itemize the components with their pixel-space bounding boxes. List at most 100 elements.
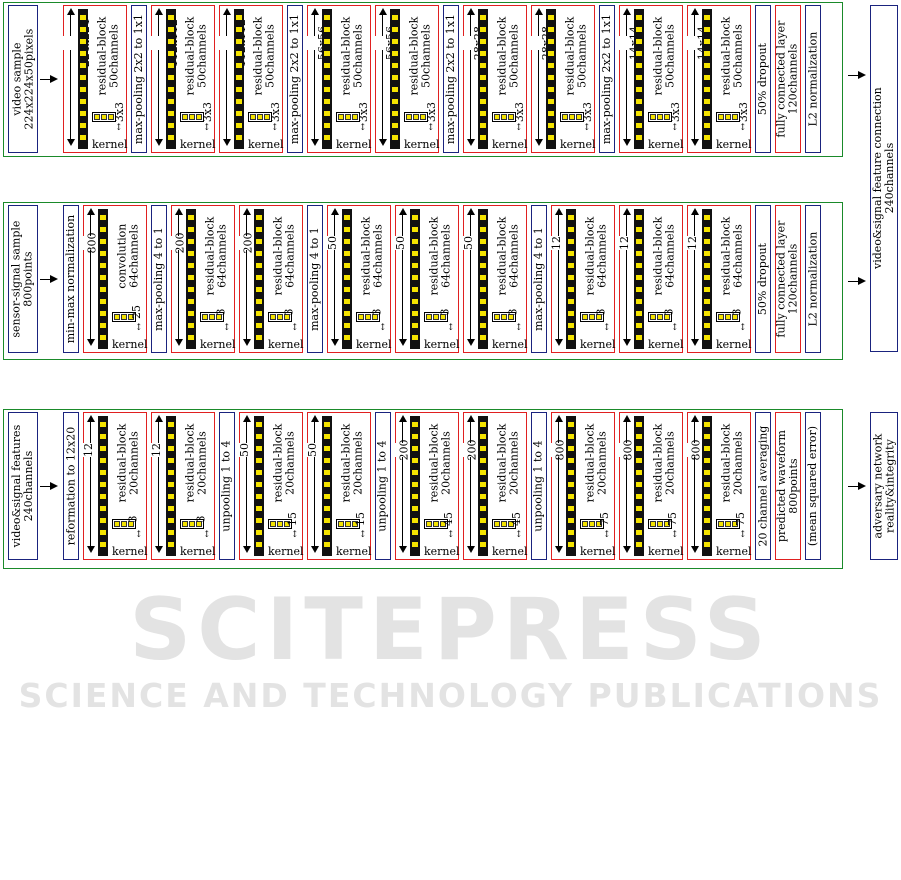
feature-cell	[412, 518, 418, 523]
feature-cell	[100, 239, 106, 244]
feature-cell	[344, 287, 350, 292]
feature-bar	[390, 9, 400, 149]
feature-cell	[344, 323, 350, 328]
kernel-cell	[345, 114, 351, 120]
kernel-cell	[725, 114, 731, 120]
kernel-arrows: ↕	[603, 323, 611, 333]
kernel-icon	[356, 312, 380, 322]
dimension-arrow	[221, 8, 233, 146]
feature-cell	[636, 299, 642, 304]
feature-cell	[188, 227, 194, 232]
kernel-arrows: ↕	[291, 530, 299, 540]
kernel-label: kernel	[92, 138, 128, 151]
vertical-label: 50% dropout	[755, 42, 769, 116]
vertical-label: 200	[397, 439, 411, 461]
feature-cell	[636, 542, 642, 547]
feature-cell	[188, 239, 194, 244]
kernel-label: kernel	[716, 545, 752, 558]
feature-bar	[410, 416, 420, 556]
feature-cell	[704, 239, 710, 244]
arrow-to-connection	[848, 69, 866, 81]
kernel-cell	[664, 114, 670, 120]
op-box: 20 channel averaging	[755, 412, 771, 560]
layer-channels: 64channels	[595, 224, 609, 288]
feature-cell	[568, 299, 574, 304]
feature-cell	[324, 15, 330, 20]
vertical-label: max-pooling 4 to 1	[531, 227, 545, 331]
kernel-arrows: ↕	[583, 123, 591, 133]
feature-cell	[480, 111, 486, 116]
row-frame-1	[3, 2, 843, 157]
kernel-cell	[372, 314, 378, 320]
kernel-cell	[508, 114, 514, 120]
kernel-cell	[352, 521, 358, 527]
op-box: max-pooling 2x2 to 1x1	[131, 5, 147, 153]
feature-cell	[256, 506, 262, 511]
feature-cell	[168, 111, 174, 116]
kernel-label: kernel	[580, 545, 616, 558]
feature-cell	[480, 446, 486, 451]
feature-cell	[324, 51, 330, 56]
feature-bar	[566, 416, 576, 556]
feature-cell	[168, 494, 174, 499]
dimension-arrow	[241, 415, 253, 553]
kernel-cell	[582, 521, 588, 527]
kernel-cell	[196, 521, 202, 527]
feature-cell	[256, 215, 262, 220]
feature-cell	[704, 542, 710, 547]
op-box: 50% dropout	[755, 205, 771, 353]
feature-cell	[704, 470, 710, 475]
feature-cell	[168, 530, 174, 535]
layer-type: residual-block	[650, 216, 664, 296]
feature-cell	[324, 470, 330, 475]
feature-cell	[100, 311, 106, 316]
kernel-icon	[336, 112, 360, 122]
feature-cell	[392, 75, 398, 80]
kernel-size: 3	[214, 308, 228, 316]
kernel-cell	[420, 114, 426, 120]
dimension-label: 50	[394, 236, 408, 251]
kernel-size: 3x3	[581, 101, 595, 123]
feature-cell	[392, 51, 398, 56]
kernel-arrows: ↕	[359, 530, 367, 540]
feature-cell	[548, 15, 554, 20]
feature-bar	[546, 9, 556, 149]
feature-cell	[100, 506, 106, 511]
kernel-cell	[264, 114, 270, 120]
feature-cell	[480, 239, 486, 244]
feature-cell	[168, 446, 174, 451]
kernel-arrows: ↕	[671, 530, 679, 540]
feature-cell	[168, 15, 174, 20]
kernel-cell	[216, 314, 222, 320]
feature-cell	[324, 422, 330, 427]
op-box: max-pooling 2x2 to 1x1	[599, 5, 615, 153]
kernel-cell	[650, 521, 656, 527]
kernel-cell	[209, 314, 215, 320]
feature-cell	[704, 51, 710, 56]
feature-cell	[480, 51, 486, 56]
kernel-cell	[664, 314, 670, 320]
kernel-label: kernel	[180, 138, 216, 151]
feature-bar	[478, 9, 488, 149]
vertical-label: 200	[241, 232, 255, 254]
kernel-cell	[508, 314, 514, 320]
vertical-label: 12	[549, 236, 563, 251]
kernel-label: kernel	[180, 545, 216, 558]
kernel-cell	[508, 521, 514, 527]
kernel-label: kernel	[492, 138, 528, 151]
feature-cell	[636, 494, 642, 499]
feature-cell	[100, 287, 106, 292]
feature-cell	[568, 494, 574, 499]
